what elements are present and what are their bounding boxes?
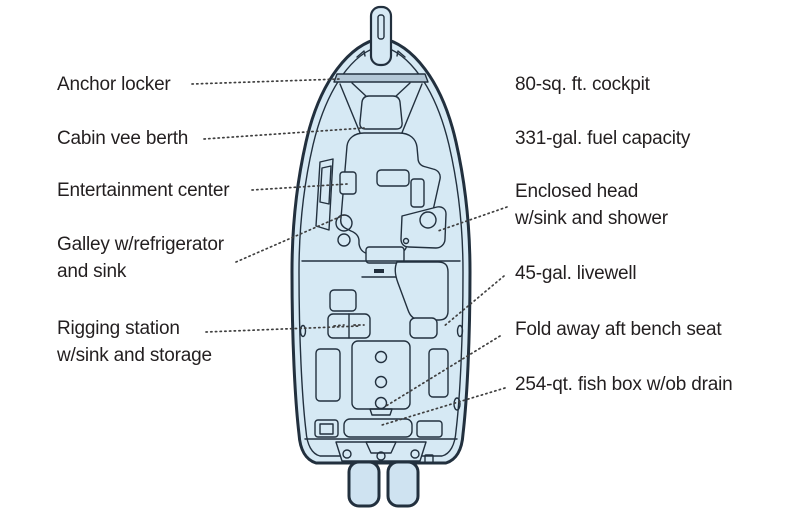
- bow-pulpit: [369, 5, 393, 67]
- rigging-station-handles: [333, 324, 365, 327]
- label-anchor-locker: Anchor locker: [57, 71, 171, 98]
- bow-deck-line-left: [339, 83, 364, 141]
- port-rod-holder: [299, 324, 307, 338]
- helm-mark: [374, 269, 384, 273]
- leader-entertainment-center: [251, 183, 348, 191]
- label-line: 45-gal. livewell: [515, 263, 637, 284]
- aft-bench-seat: [343, 418, 413, 438]
- transom-fitting-left: [342, 449, 352, 459]
- galley-counter: [315, 158, 334, 231]
- label-line: Galley w/refrigerator: [57, 234, 224, 255]
- transom-fitting-center: [376, 451, 386, 461]
- leader-livewell: [442, 275, 505, 328]
- bow-deck-line-inner-right: [394, 82, 411, 98]
- livewell: [409, 317, 438, 339]
- bow-cleat-right-icon: [396, 50, 406, 58]
- label-line: Anchor locker: [57, 74, 171, 95]
- hatch-notch: [369, 408, 393, 416]
- port-aft-pocket-inner: [319, 423, 334, 435]
- label-fish-box: 254-qt. fish box w/ob drain: [515, 371, 733, 398]
- hatch-latch-1: [374, 350, 388, 364]
- companionway: [365, 246, 405, 264]
- head-toilet: [419, 211, 437, 229]
- label-line: and sink: [57, 261, 127, 282]
- starboard-aft-pocket: [416, 420, 443, 438]
- label-entertainment-center: Entertainment center: [57, 177, 230, 204]
- galley-seat: [337, 233, 351, 247]
- cabin-locker: [410, 178, 425, 208]
- label-line: Cabin vee berth: [57, 128, 189, 149]
- galley-refrigerator: [319, 165, 332, 205]
- label-livewell: 45-gal. livewell: [515, 260, 637, 287]
- label-line: w/sink and storage: [57, 345, 212, 366]
- rigging-locker: [329, 289, 357, 312]
- label-line: Fold away aft bench seat: [515, 319, 722, 340]
- leader-galley: [235, 214, 345, 263]
- label-line: Rigging station: [57, 318, 180, 339]
- outboard-motor-right: [386, 460, 420, 508]
- transom-fitting-right: [410, 449, 420, 459]
- leader-lines: [191, 78, 508, 426]
- label-line: 331-gal. fuel capacity: [515, 128, 691, 149]
- anchor-locker-hatch: [333, 73, 429, 83]
- cabin-table: [376, 169, 410, 187]
- label-galley: Galley w/refrigerator and sink: [57, 231, 224, 285]
- cabin-vee-berth: [359, 95, 403, 130]
- bow-deck-line-right: [398, 83, 423, 141]
- leader-cabin-vee-berth: [203, 127, 365, 140]
- label-line: w/sink and shower: [515, 208, 668, 229]
- label-cockpit: 80-sq. ft. cockpit: [515, 71, 650, 98]
- transom-plate: [424, 454, 434, 464]
- label-cabin-vee-berth: Cabin vee berth: [57, 125, 188, 152]
- bow-pulpit-slot: [377, 14, 385, 40]
- label-fuel-capacity: 331-gal. fuel capacity: [515, 125, 690, 152]
- starboard-rod-holder: [456, 324, 464, 338]
- label-enclosed-head: Enclosed head w/sink and shower: [515, 178, 668, 232]
- entertainment-center: [339, 171, 357, 195]
- label-line: Entertainment center: [57, 180, 230, 201]
- head-sink: [402, 237, 410, 245]
- leader-enclosed-head: [437, 206, 508, 232]
- label-rigging-station: Rigging station w/sink and storage: [57, 315, 212, 369]
- port-side-pocket: [315, 348, 341, 402]
- bow-deck-line-inner-left: [351, 82, 368, 98]
- leader-rigging-station: [205, 325, 361, 333]
- bow-cleat-left-icon: [356, 50, 366, 58]
- label-line: 254-qt. fish box w/ob drain: [515, 374, 733, 395]
- label-line: Enclosed head: [515, 181, 639, 202]
- label-aft-bench: Fold away aft bench seat: [515, 316, 722, 343]
- outboard-motor-left: [347, 460, 381, 508]
- label-line: 80-sq. ft. cockpit: [515, 74, 650, 95]
- leaning-post: [394, 261, 449, 321]
- leader-anchor-locker: [191, 78, 341, 85]
- transom-notch: [365, 441, 397, 454]
- hatch-latch-2: [374, 375, 388, 389]
- leader-aft-bench: [385, 335, 501, 407]
